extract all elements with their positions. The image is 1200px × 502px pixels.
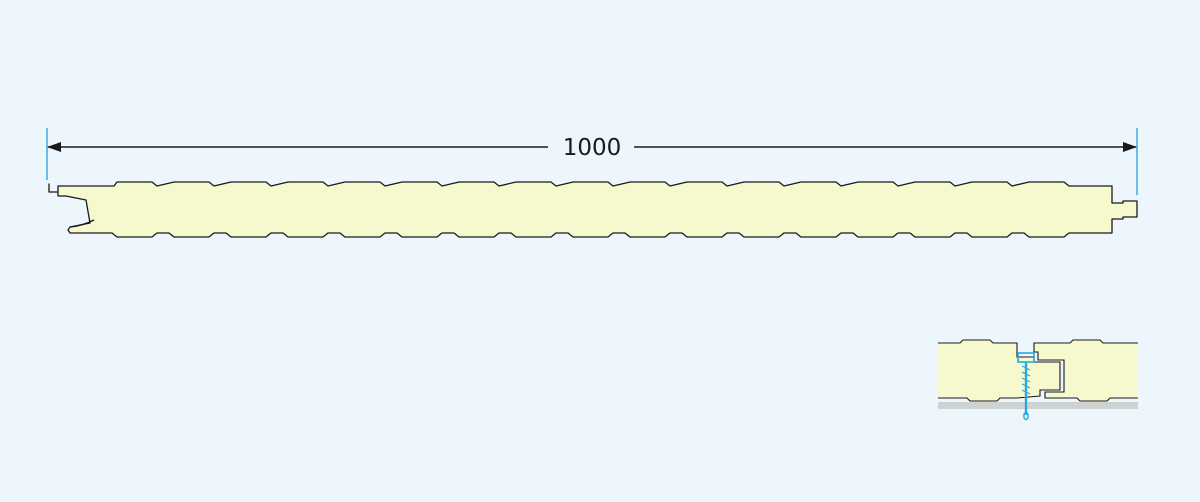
dimension-label: 1000	[563, 135, 622, 161]
detail-panel-left	[938, 339, 1061, 402]
support-beam	[938, 402, 1138, 409]
panel-joint-lip	[69, 219, 95, 228]
joint-detail-inset	[938, 339, 1138, 421]
detail-panel-right	[1033, 339, 1138, 402]
sandwich-panel-profile	[48, 181, 1138, 238]
screw-fastener-icon	[1017, 352, 1035, 421]
dimension-annotation: 1000	[46, 128, 1138, 195]
